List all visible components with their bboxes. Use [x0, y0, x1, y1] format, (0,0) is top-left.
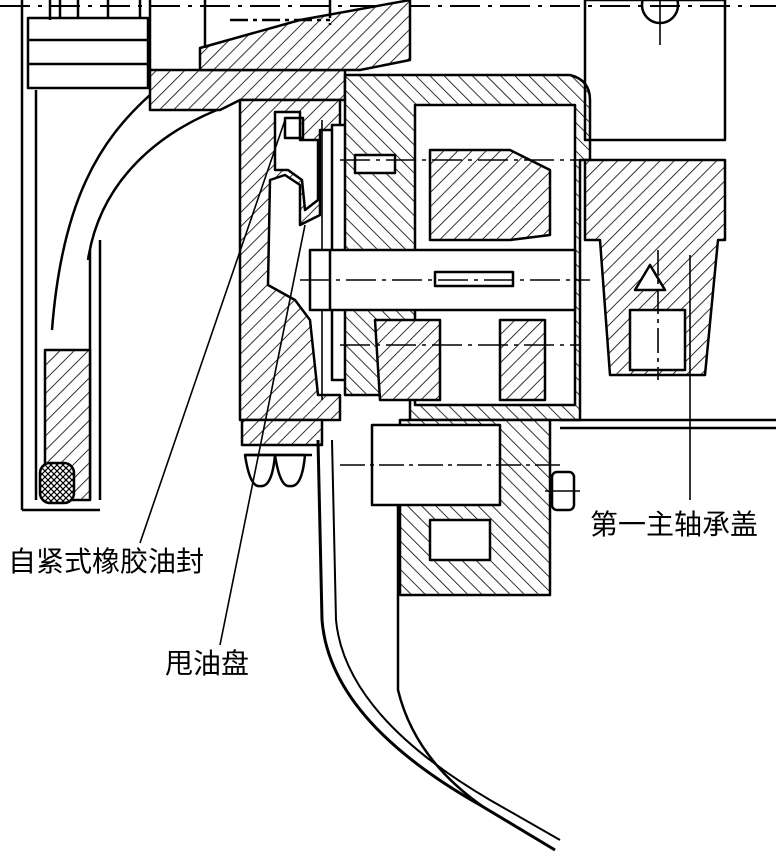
nut-row [243, 453, 312, 488]
upper-flange [198, 0, 412, 72]
disk-leader [219, 224, 306, 646]
oil-pipe [316, 439, 556, 852]
bottom-flange [240, 418, 324, 447]
left-crankcase-wall [20, 0, 102, 512]
label-oil-slinger-disk: 甩油盘 [165, 647, 250, 680]
label-main-bearing-cover: 第一主轴承盖 [590, 508, 759, 541]
bearing-cap-block [583, 0, 727, 380]
seal-leader [139, 119, 286, 544]
label-rubber-oil-seal: 自紧式橡胶油封 [8, 545, 205, 578]
bolt-head [545, 470, 580, 512]
left-clamp-block [26, 0, 150, 90]
shaft [300, 248, 590, 312]
oil-duct-inner [86, 103, 231, 261]
oil-duct-outer [50, 94, 151, 331]
